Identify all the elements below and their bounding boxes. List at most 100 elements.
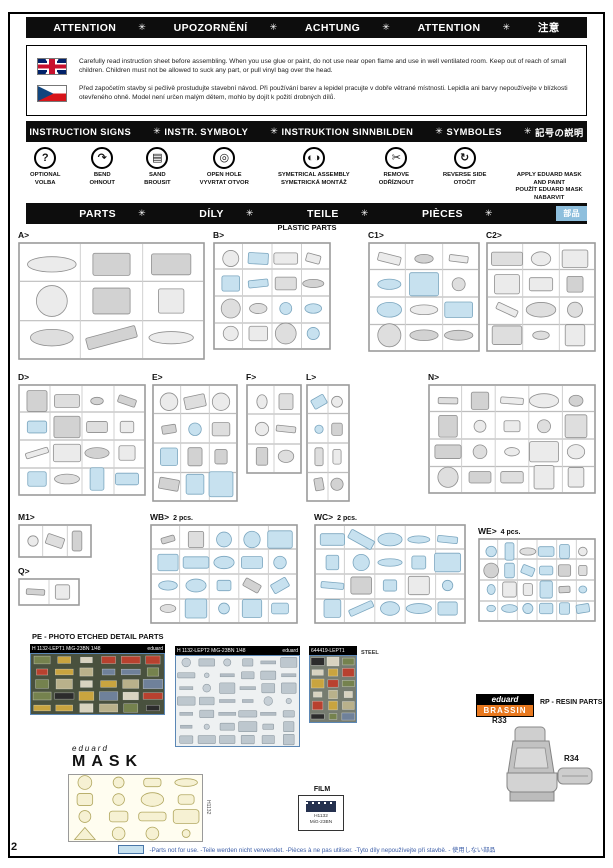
attention-bar-label: ACHTUNG (304, 21, 361, 34)
sprue-Q-label: Q> (18, 566, 80, 578)
sprue-B: B> (213, 230, 331, 350)
pe-fret-1-code: H 1132-LEPT1 MiG-23BN 1/48 (32, 645, 101, 652)
flag-icon (37, 85, 67, 103)
sprue-D: D> (18, 372, 146, 496)
sprue-A: A> (18, 230, 205, 360)
symbol-icon: ? (34, 147, 57, 169)
asterisk-separator-icon: ✳ (484, 208, 493, 218)
parts-bar-segment: PARTS ✳ (79, 208, 146, 220)
parts-bar-items: PARTS ✳ DÍLY ✳ TEILE ✳ PIÈCES ✳ (26, 208, 546, 220)
film-caption: H1132 MiG-23BN (309, 813, 333, 825)
attention-bar-segment: 注意 ✳ (538, 20, 560, 35)
pe-fret-2-header: H 1132-LEPT2 MiG-23BN 1/48 eduard (175, 646, 300, 655)
symbol-icon: ◎ (213, 147, 236, 169)
sprue-quantity-note: 2 pcs. (173, 515, 193, 522)
attention-bar-label: ATTENTION (417, 21, 481, 34)
sprue-B-label: B> (213, 230, 331, 242)
asterisk-separator-icon: ✳ (138, 22, 147, 32)
warning-text: Carefully read instruction sheet before … (79, 58, 567, 75)
sprue-C2: C2> (486, 230, 596, 352)
sprue-L-label: L> (306, 372, 350, 384)
attention-bar-segment: UPOZORNĚNÍ ✳ (174, 22, 278, 34)
symbol-icon: ✂ (385, 147, 408, 169)
resin-part-R34-label: R34 (564, 754, 579, 763)
plastic-parts-title: PLASTIC PARTS (277, 223, 337, 232)
warning-row: Carefully read instruction sheet before … (37, 58, 576, 76)
signs-bar-segment: 記号の説明 ✳ (535, 125, 584, 139)
sprue-A-label: A> (18, 230, 205, 242)
sprue-letter: WC> (314, 512, 334, 522)
pe-fret-2-code: H 1132-LEPT2 MiG-23BN 1/48 (177, 647, 246, 654)
sprue-M1: M1> (18, 512, 92, 558)
mask-sheet-code: H1132 (205, 800, 211, 815)
sprue-WB: WB>2 pcs. (150, 512, 298, 624)
sprue-F: F> (246, 372, 302, 474)
sprue-letter: Q> (18, 566, 30, 576)
mask-title: MASK (72, 753, 144, 770)
sprue-letter: C1> (368, 230, 384, 240)
sprue-E-drawing (152, 384, 238, 502)
symbol-label: OPTIONAL VOLBA (30, 172, 61, 186)
sprue-letter: E> (152, 372, 163, 382)
asterisk-separator-icon: ✳ (382, 22, 391, 32)
sprue-WE-label: WE>4 pcs. (478, 526, 596, 538)
mask-logo: eduard MASK (72, 744, 143, 771)
sprue-M1-label: M1> (18, 512, 92, 524)
instruction-symbol: ? OPTIONAL VOLBA (30, 147, 60, 187)
pe-fret-2-drawing (175, 655, 300, 747)
instruction-symbols-row: ? OPTIONAL VOLBA ↷ BEND OHNOUT ▤ SAND BR… (26, 147, 587, 201)
parts-bar-segment: TEILE ✳ (307, 208, 369, 220)
sprue-L: L> (306, 372, 350, 502)
brassin-logo: eduard BRASSIN (476, 694, 534, 717)
pe-fret-3-drawing (309, 655, 357, 723)
pe-fret-1-header: H 1132-LEPT1 MiG-23BN 1/48 eduard (30, 644, 165, 653)
signs-bar-label: INSTR. SYMBOLY (164, 126, 249, 137)
instruction-symbol: ▤ SAND BROUSIT (144, 147, 171, 187)
asterisk-separator-icon: ✳ (435, 126, 444, 136)
signs-bar-label: INSTRUKTION SINNBILDEN (281, 126, 414, 137)
signs-bar-label: 記号の説明 (535, 127, 584, 138)
sprue-WC: WC>2 pcs. (314, 512, 466, 624)
sprue-WC-label: WC>2 pcs. (314, 512, 466, 524)
symbol-icon: ▤ (146, 147, 169, 169)
sprue-C2-drawing (486, 242, 596, 352)
asterisk-separator-icon: ✳ (153, 126, 162, 136)
sprue-D-drawing (18, 384, 146, 496)
parts-bar-segment: DÍLY ✳ (199, 208, 254, 220)
instruction-symbol: ✂ REMOVE ODŘÍZNOUT (379, 147, 414, 187)
sprue-WE-drawing (478, 538, 596, 622)
symbol-icon: ↻ (453, 147, 476, 169)
sprue-WB-label: WB>2 pcs. (150, 512, 298, 524)
sprue-Q-drawing (18, 578, 80, 606)
sprue-E: E> (152, 372, 238, 502)
asterisk-separator-icon: ✳ (245, 208, 254, 218)
pe-fret-3-code: 644419-LEPT1 (311, 647, 345, 654)
resin-section-title: RP - RESIN PARTS (540, 699, 603, 706)
attention-bar: ATTENTION ✳ UPOZORNĚNÍ ✳ ACHTUNG ✳ ATTEN… (26, 17, 587, 38)
attention-bar-segment: ACHTUNG ✳ (305, 22, 390, 34)
resin-part-R33-label: R33 (492, 716, 507, 725)
instruction-symbol: ↻ REVERSE SIDE OTOČIT (443, 147, 486, 187)
pe-fret-3: 644419-LEPT1 (309, 646, 357, 723)
sprue-letter: WE> (478, 526, 497, 536)
parts-bar-label: PARTS (79, 207, 117, 220)
pe-fret-2: H 1132-LEPT2 MiG-23BN 1/48 eduard (175, 646, 300, 747)
sprue-N-label: N> (428, 372, 596, 384)
instruction-symbol: APPLY EDUARD MASK AND PAINT POUŽÍT EDUAR… (515, 147, 582, 203)
symbol-label: APPLY EDUARD MASK AND PAINT POUŽÍT EDUAR… (515, 172, 583, 202)
sprue-WB-drawing (150, 524, 298, 624)
signs-bar-segment: INSTRUKTION SINNBILDEN ✳ (281, 126, 443, 137)
sprue-N-drawing (428, 384, 596, 494)
parts-bar: PARTS ✳ DÍLY ✳ TEILE ✳ PIÈCES ✳ 部品 (26, 203, 587, 224)
sprue-letter: D> (18, 372, 30, 382)
asterisk-separator-icon: ✳ (269, 22, 278, 32)
sprue-C1: C1> (368, 230, 480, 352)
eduard-logo: eduard (147, 645, 163, 652)
pe-section-title: PE - PHOTO ETCHED DETAIL PARTS (32, 632, 164, 641)
warning-text: Před započetím stavby si pečlivě prostud… (79, 85, 568, 101)
asterisk-separator-icon: ✳ (360, 208, 369, 218)
symbol-label: SYMETRICAL ASSEMBLY SYMETRICKÁ MONTÁŽ (277, 172, 350, 186)
sprue-quantity-note: 4 pcs. (500, 529, 521, 536)
sprue-letter: F> (246, 372, 257, 382)
sprue-M1-drawing (18, 524, 92, 558)
